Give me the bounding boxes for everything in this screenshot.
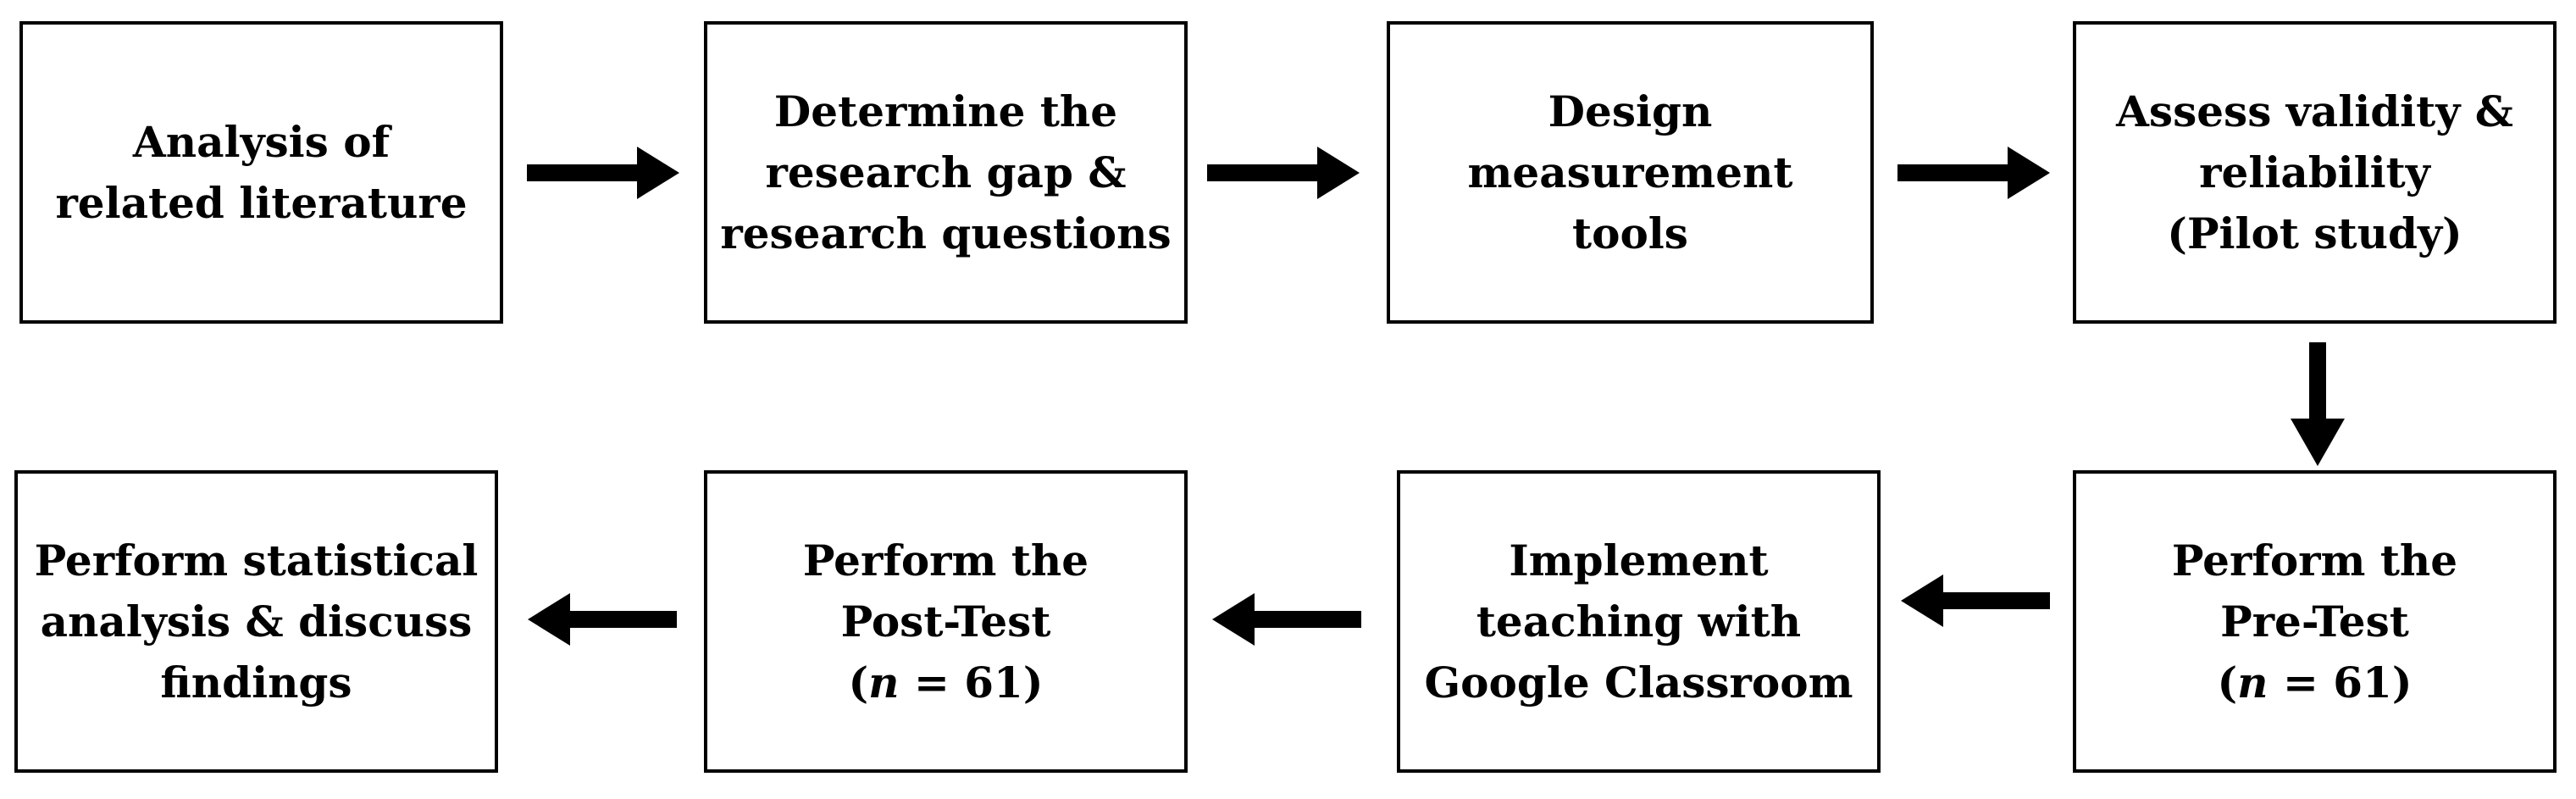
step-text-line: Pre-Test bbox=[2220, 596, 2409, 646]
step-text-line: Implement bbox=[1509, 535, 1769, 585]
step-validity-reliability: Assess validity & reliability (Pilot stu… bbox=[2073, 21, 2557, 324]
arrow-right-icon bbox=[1207, 147, 1360, 199]
step-text-line: research gap & bbox=[765, 147, 1127, 197]
step-text-line: Assess validity & bbox=[2116, 86, 2513, 136]
step-text-line: Determine the bbox=[773, 86, 1118, 136]
step-text-line: tools bbox=[1572, 208, 1688, 258]
step-text-line: analysis & discuss bbox=[40, 596, 473, 646]
step-text-line: Perform statistical bbox=[34, 535, 479, 585]
step-text-line: findings bbox=[160, 657, 352, 707]
step-text-line: (Pilot study) bbox=[2167, 208, 2462, 258]
step-post-test: Perform the Post-Test (n = 61) bbox=[704, 470, 1188, 773]
arrow-left-icon bbox=[1901, 574, 2050, 627]
arrow-down-icon bbox=[2291, 342, 2345, 466]
step-text-line: reliability bbox=[2199, 147, 2430, 197]
step-pre-test: Perform the Pre-Test (n = 61) bbox=[2073, 470, 2557, 773]
arrow-right-icon bbox=[527, 147, 679, 199]
step-design-tools: Design measurement tools bbox=[1387, 21, 1874, 324]
step-text-line: research questions bbox=[720, 208, 1172, 258]
arrow-left-icon bbox=[528, 593, 677, 646]
sample-size-label: (n = 61) bbox=[848, 657, 1044, 707]
step-text-line: measurement bbox=[1467, 147, 1793, 197]
step-implement-teaching: Implement teaching with Google Classroom bbox=[1397, 470, 1881, 773]
step-text-line: Analysis of bbox=[132, 116, 391, 167]
sample-size-label: (n = 61) bbox=[2217, 657, 2413, 707]
step-text-line: Google Classroom bbox=[1424, 657, 1853, 707]
step-text-line: Perform the bbox=[2171, 535, 2458, 585]
step-text-line: Perform the bbox=[802, 535, 1089, 585]
step-text-line: Design bbox=[1548, 86, 1713, 136]
step-text-line: Post-Test bbox=[840, 596, 1051, 646]
arrow-left-icon bbox=[1212, 593, 1361, 646]
step-research-gap: Determine the research gap & research qu… bbox=[704, 21, 1188, 324]
step-text-line: related literature bbox=[55, 177, 468, 228]
step-statistical-analysis: Perform statistical analysis & discuss f… bbox=[14, 470, 498, 773]
sample-size-variable: n bbox=[868, 657, 900, 707]
step-analysis-literature: Analysis of related literature bbox=[19, 21, 503, 324]
sample-size-variable: n bbox=[2237, 657, 2269, 707]
arrow-right-icon bbox=[1897, 147, 2050, 199]
step-text-line: teaching with bbox=[1476, 596, 1802, 646]
